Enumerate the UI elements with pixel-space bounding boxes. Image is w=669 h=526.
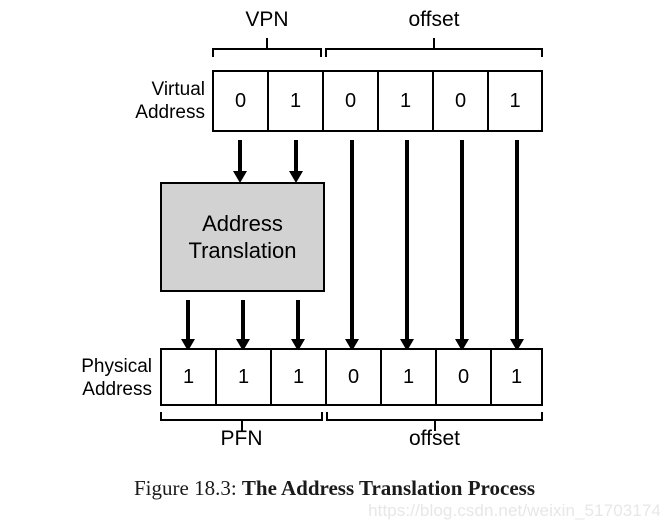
- vpn-bracket: [212, 38, 322, 59]
- figure-caption-number: Figure 18.3:: [134, 476, 242, 500]
- virtual-address-bit-5: 1: [489, 72, 541, 130]
- arrow-offset-bit0-passthrough: [345, 140, 359, 351]
- physical-offset-bracket-center-tick: [433, 421, 436, 431]
- arrow-vpn-bit1-to-translation: [289, 140, 303, 183]
- pfn-bracket-left-tick: [160, 412, 162, 421]
- physical-address-bit-0: 1: [162, 350, 217, 404]
- virtual-offset-bracket-left-tick: [325, 48, 327, 57]
- pfn-bracket-bar: [160, 419, 323, 421]
- virtual-address-label: Virtual Address: [40, 78, 205, 124]
- physical-offset-bracket: [326, 410, 543, 431]
- physical-address-bit-1: 1: [217, 350, 272, 404]
- arrowhead: [289, 171, 303, 183]
- physical-offset-bracket-bar: [326, 419, 543, 421]
- arrow-offset-bit2-passthrough: [455, 140, 469, 351]
- physical-address-label-line1: Physical: [81, 356, 152, 377]
- physical-address-label-line2: Address: [82, 379, 152, 400]
- arrow-offset-bit1-passthrough: [400, 140, 414, 351]
- vpn-bracket-right-tick: [320, 48, 322, 57]
- arrow-translation-to-pfn-bit0: [181, 300, 195, 351]
- vpn-bracket-bar: [212, 48, 322, 50]
- virtual-offset-bracket: [325, 38, 543, 59]
- pfn-segment-label: PFN: [220, 427, 263, 450]
- watermark-text: https://blog.csdn.net/weixin_51703174: [368, 501, 661, 520]
- physical-offset-segment-label: offset: [409, 427, 460, 450]
- address-translation-text: Address Translation: [188, 210, 296, 264]
- physical-address-bit-6: 1: [492, 350, 541, 404]
- virtual-address-label-line1: Virtual: [151, 79, 205, 100]
- virtual-address-bit-3: 1: [379, 72, 434, 130]
- physical-address-label: Physical Address: [0, 355, 152, 401]
- physical-address-bit-5: 0: [437, 350, 492, 404]
- virtual-offset-bracket-bar: [325, 48, 543, 50]
- figure-caption: Figure 18.3: The Address Translation Pro…: [0, 476, 669, 501]
- arrow-offset-bit3-passthrough: [510, 140, 524, 351]
- physical-offset-bracket-right-tick: [541, 412, 543, 421]
- pfn-bracket-center-tick: [240, 421, 243, 431]
- virtual-address-bit-0: 0: [214, 72, 269, 130]
- virtual-address-label-line2: Address: [135, 102, 205, 123]
- vpn-bracket-center-tick: [266, 38, 268, 48]
- virtual-address-row: 0 1 0 1 0 1: [212, 70, 543, 132]
- vpn-bracket-left-tick: [212, 48, 214, 57]
- physical-address-bit-3: 0: [327, 350, 382, 404]
- virtual-offset-segment-label: offset: [408, 8, 460, 31]
- physical-address-bit-2: 1: [272, 350, 327, 404]
- physical-offset-bracket-left-tick: [326, 412, 328, 421]
- pfn-bracket-right-tick: [321, 412, 323, 421]
- arrowhead: [233, 171, 247, 183]
- address-translation-box: Address Translation: [160, 182, 325, 292]
- address-translation-line2: Translation: [188, 238, 297, 263]
- arrow-vpn-bit0-to-translation: [233, 140, 247, 183]
- arrow-translation-to-pfn-bit1: [236, 300, 250, 351]
- physical-address-bit-4: 1: [382, 350, 437, 404]
- arrow-translation-to-pfn-bit2: [291, 300, 305, 351]
- virtual-offset-bracket-right-tick: [541, 48, 543, 57]
- vpn-segment-label: VPN: [245, 8, 289, 31]
- figure-caption-title: The Address Translation Process: [241, 476, 535, 500]
- pfn-bracket: [160, 410, 323, 431]
- virtual-address-bit-1: 1: [269, 72, 324, 130]
- physical-address-row: 1 1 1 0 1 0 1: [160, 348, 543, 406]
- virtual-address-bit-2: 0: [324, 72, 379, 130]
- address-translation-line1: Address: [202, 211, 283, 236]
- virtual-address-bit-4: 0: [434, 72, 489, 130]
- virtual-offset-bracket-center-tick: [433, 38, 435, 48]
